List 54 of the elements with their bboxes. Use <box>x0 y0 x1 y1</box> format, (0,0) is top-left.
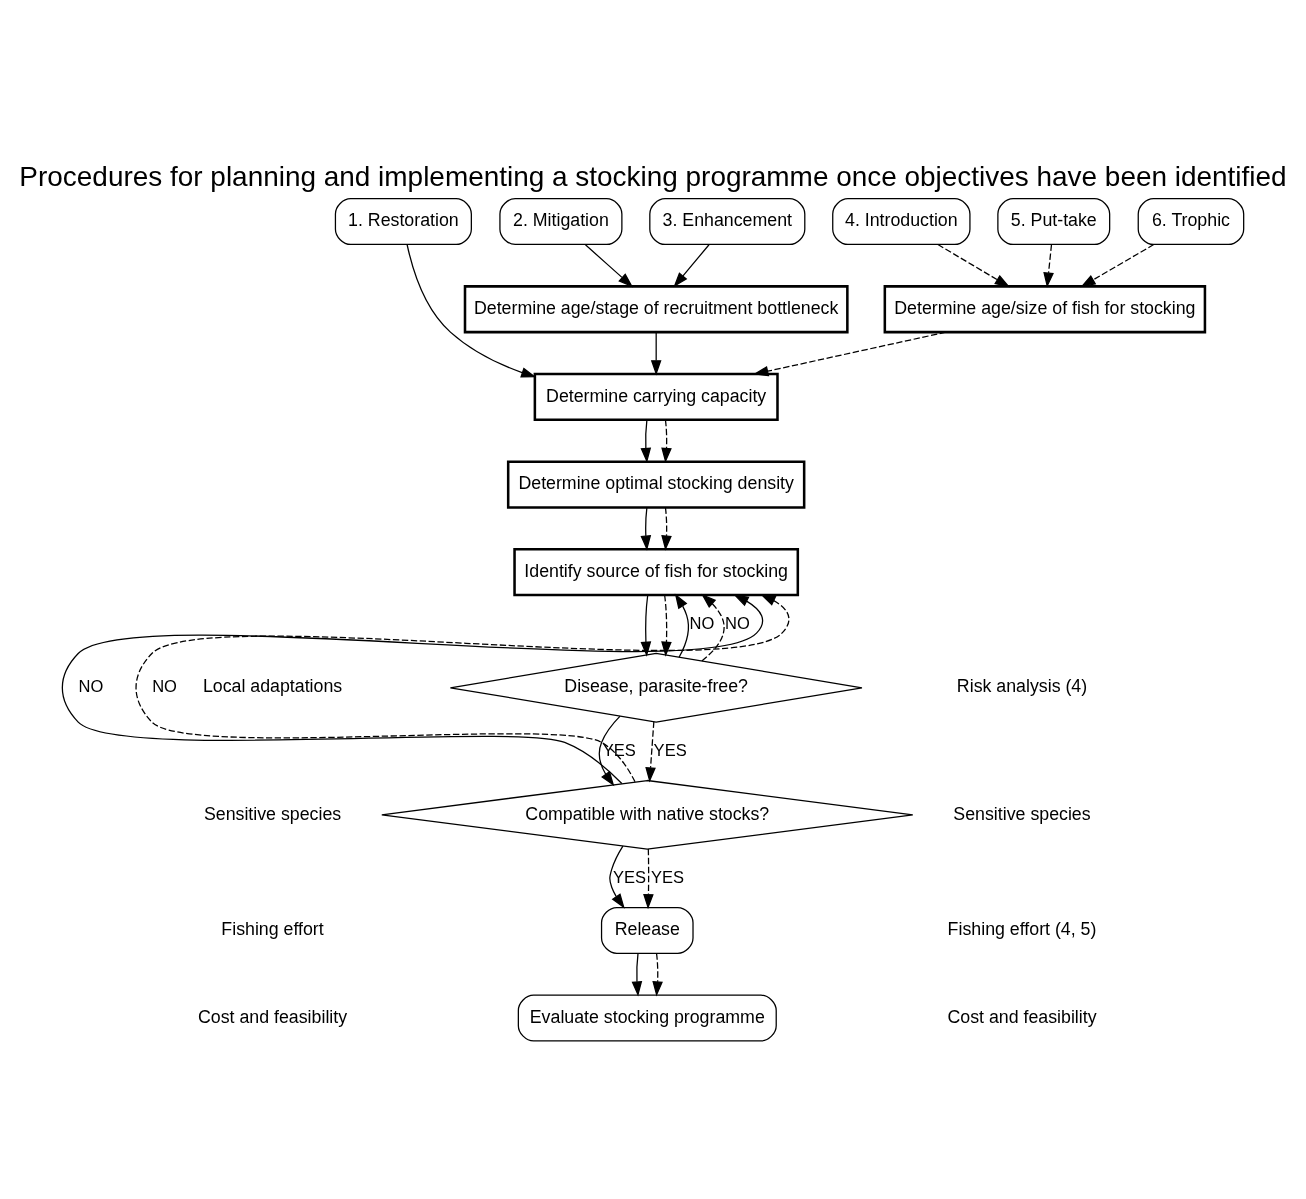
arrow <box>640 594 652 657</box>
node-box: 5. Put-take <box>997 198 1111 246</box>
arrow <box>1080 243 1155 288</box>
arrow <box>674 593 690 658</box>
node-box: Determine carrying capacity <box>533 372 779 422</box>
node-box: Release <box>600 906 694 954</box>
arrow <box>650 331 662 376</box>
arrow <box>645 721 656 783</box>
node-box: 3. Enhancement <box>649 198 806 246</box>
arrow <box>609 845 625 909</box>
diagram-title: Procedures for planning and implementing a stocking programme once objectives have been identified <box>19 160 1287 192</box>
arrow <box>631 952 643 997</box>
node-box: 4. Introduction <box>832 198 971 246</box>
arrow <box>673 244 710 288</box>
arrow <box>753 331 947 377</box>
arrow <box>661 594 672 657</box>
arrow <box>1043 244 1054 288</box>
edge-label: NO <box>725 613 750 632</box>
node-box: Evaluate stocking programme <box>517 994 777 1042</box>
arrow <box>937 243 1010 288</box>
edge-label: YES <box>653 740 687 759</box>
label: Cost and feasibility <box>198 1006 348 1027</box>
label: Local adaptations <box>202 676 343 697</box>
arrow <box>584 244 634 288</box>
arrow <box>640 507 652 551</box>
arrow <box>701 593 725 662</box>
edge-label: NO <box>152 677 177 696</box>
edge-label: NO <box>689 613 715 632</box>
edge-label: YES <box>612 867 647 886</box>
arrow <box>661 507 672 551</box>
label: Sensitive species <box>953 803 1091 824</box>
edge-label: NO <box>78 677 104 696</box>
edge-label: YES <box>651 867 685 886</box>
edge-label: YES <box>602 740 636 759</box>
node-box: Identify source of fish for stocking <box>513 548 800 597</box>
label: Risk analysis (4) <box>956 676 1088 697</box>
node-diamond: Disease, parasite-free? <box>449 652 863 723</box>
label: Cost and feasibility <box>947 1006 1097 1027</box>
arrow <box>640 419 652 464</box>
arrow <box>661 419 672 464</box>
arrow <box>652 952 663 997</box>
label: Sensitive species <box>203 803 342 824</box>
label: Fishing effort <box>221 919 324 940</box>
label: Fishing effort (4, 5) <box>947 919 1097 940</box>
node-box: 2. Mitigation <box>499 198 623 246</box>
node-box: 1. Restoration <box>334 198 472 246</box>
node-box: 6. Trophic <box>1137 198 1245 246</box>
arrow <box>406 243 537 378</box>
node-box: Determine optimal stocking density <box>506 460 806 509</box>
node-diamond: Compatible with native stocks? <box>381 779 914 850</box>
node-box: Determine age/stage of recruitment bottleneck <box>463 285 849 334</box>
node-box: Determine age/size of fish for stocking <box>883 285 1207 334</box>
arrow <box>643 848 654 910</box>
arrow <box>598 715 621 787</box>
